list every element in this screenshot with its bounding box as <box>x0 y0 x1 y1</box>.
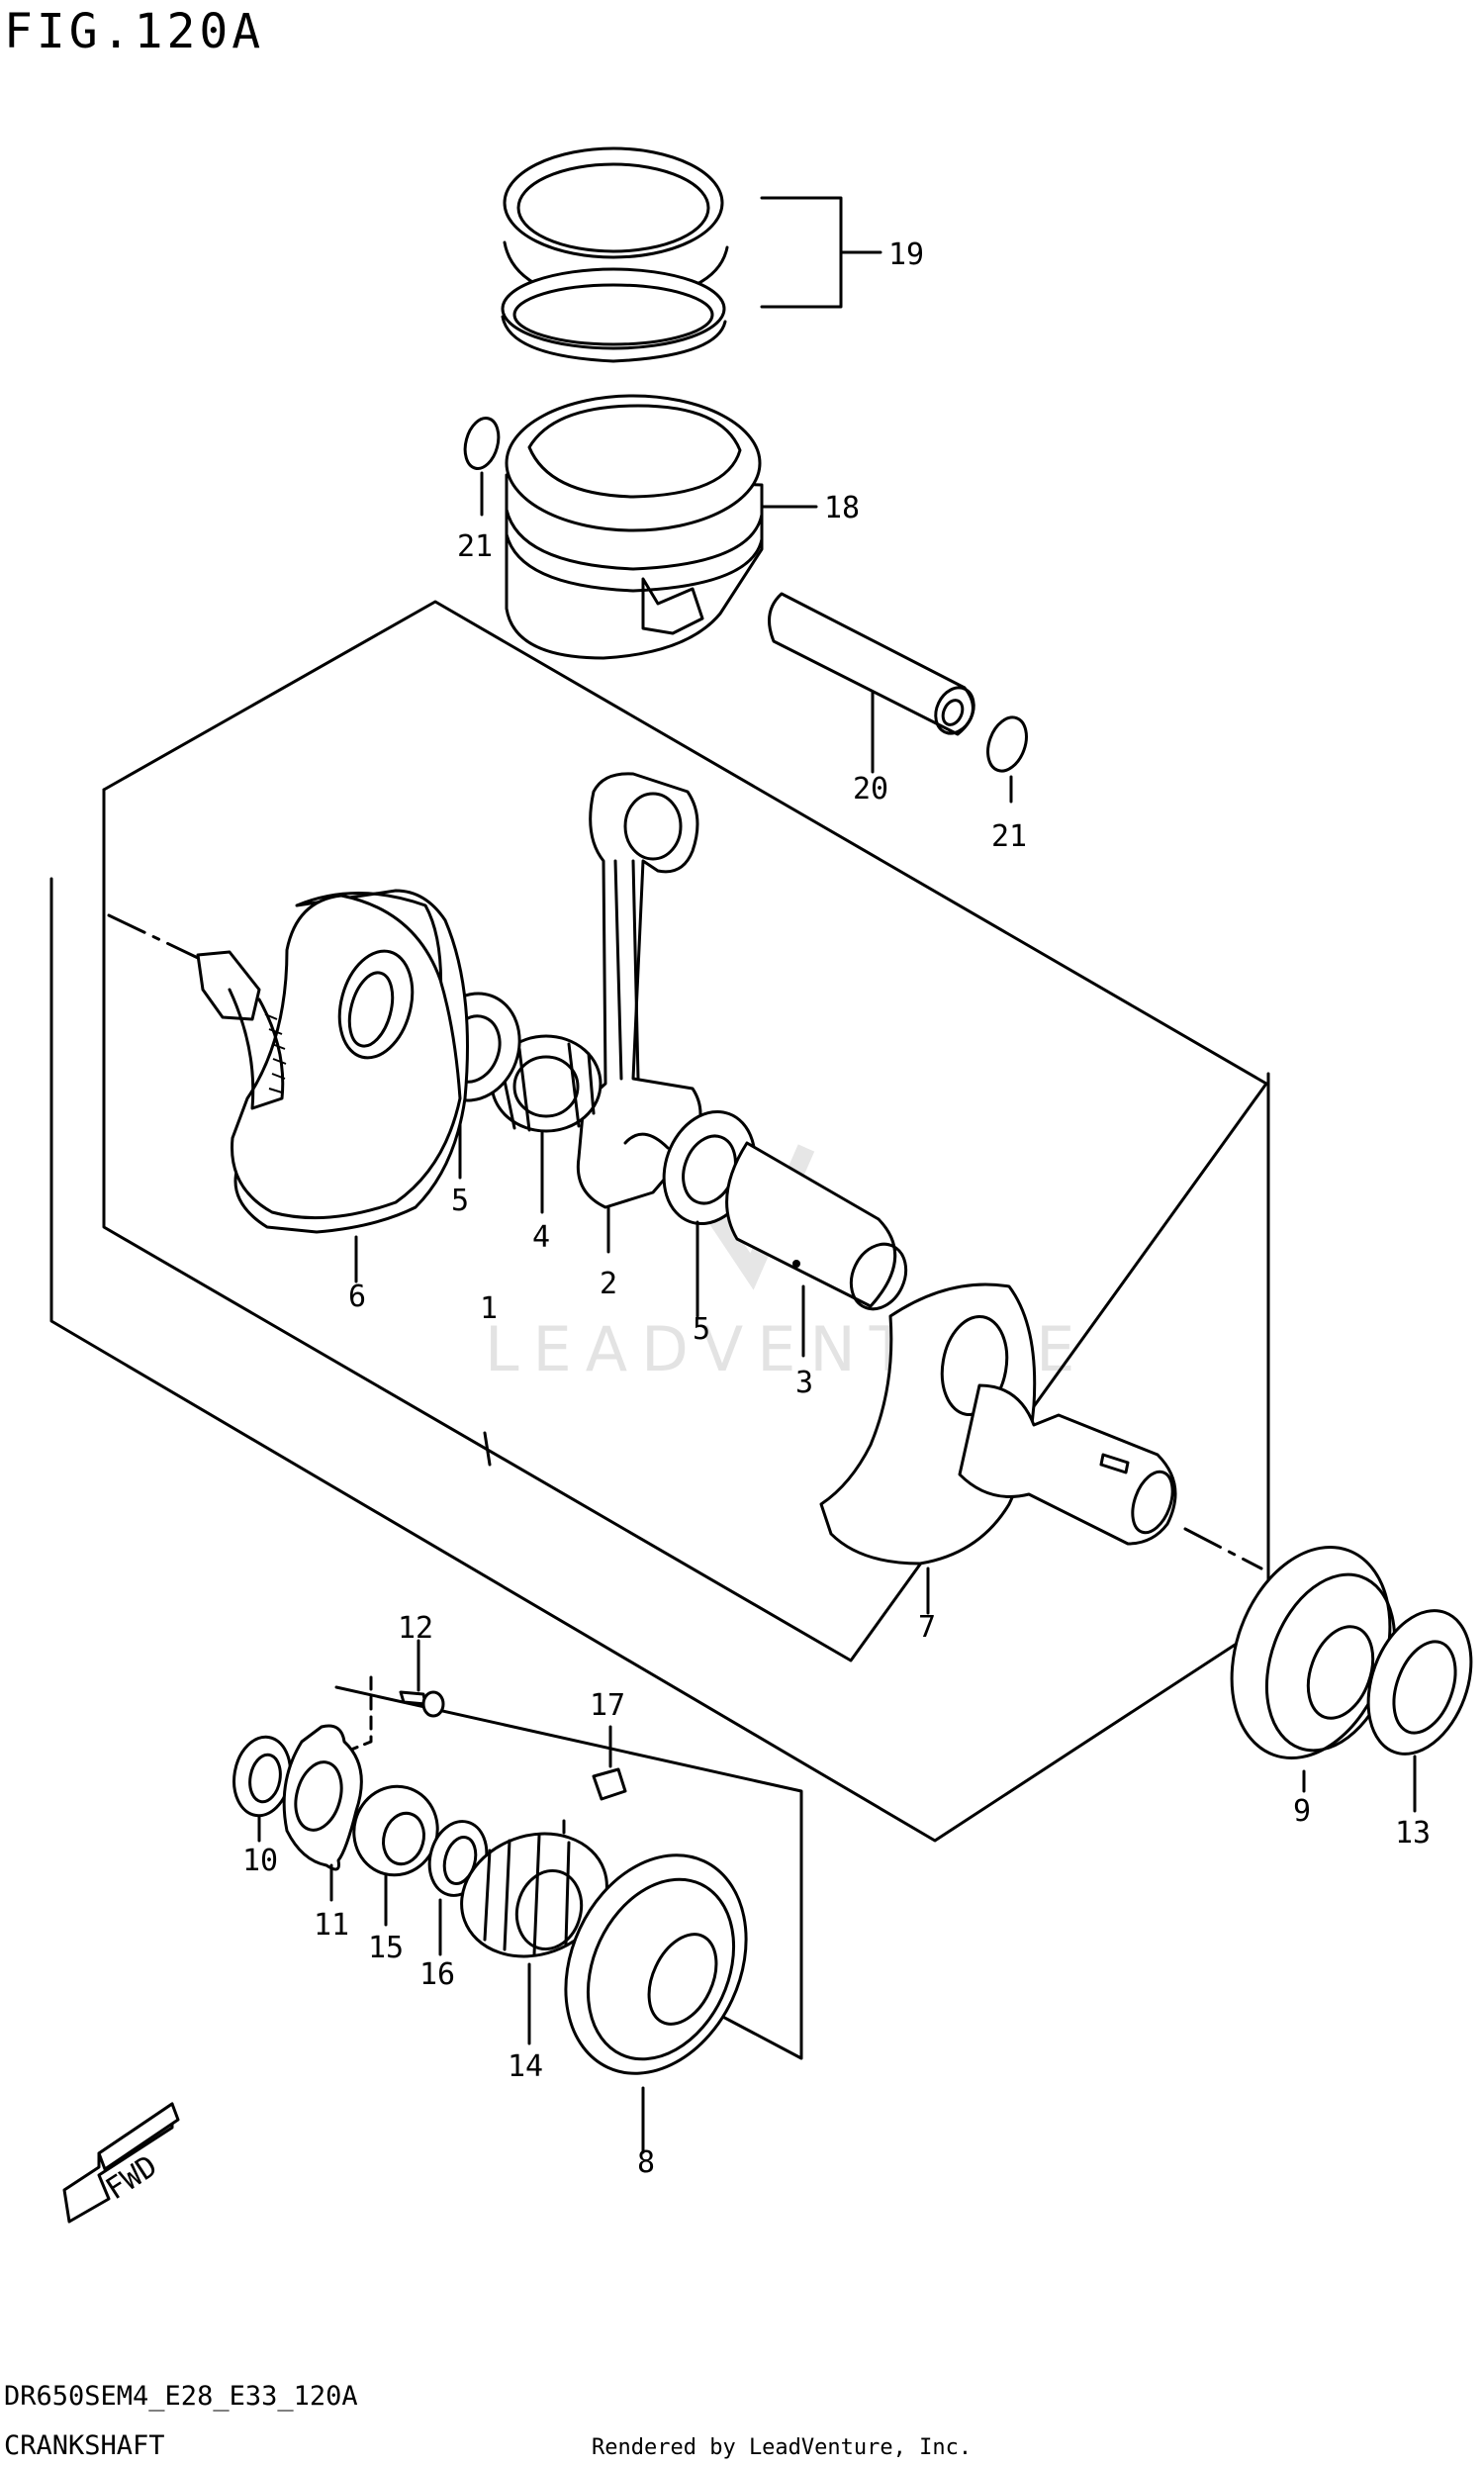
crank-pin <box>725 1141 908 1311</box>
callout-21-lower: 21 <box>991 819 1027 854</box>
forward-direction-arrow: FWD <box>62 2102 180 2224</box>
crankshaft-right-half <box>819 1282 1177 1566</box>
callout-9: 9 <box>1293 1794 1311 1829</box>
callout-15: 15 <box>368 1931 404 1965</box>
crankshaft-nut <box>1366 1609 1473 1756</box>
crankshaft-left-half <box>196 889 469 1234</box>
callout-3: 3 <box>795 1366 813 1400</box>
primary-drive-gear <box>460 1832 608 1958</box>
callout-8: 8 <box>637 2145 655 2180</box>
callout-20: 20 <box>853 772 888 807</box>
callout-14: 14 <box>508 2049 543 2084</box>
callout-12: 12 <box>398 1611 433 1646</box>
callout-5-right: 5 <box>693 1312 710 1347</box>
figure-title: FIG.120A <box>4 4 264 59</box>
piston-rings <box>501 146 729 363</box>
piston-pin-circlip-upper <box>463 417 501 470</box>
callout-21-upper: 21 <box>457 529 493 564</box>
callout-2: 2 <box>600 1267 617 1301</box>
screw <box>399 1690 445 1718</box>
callout-17: 17 <box>590 1688 625 1723</box>
bearing-retainer <box>282 1724 363 1871</box>
callout-1: 1 <box>480 1291 498 1326</box>
crankshaft-assembly-box-inner <box>102 788 1268 1662</box>
rendered-by: Rendered by LeadVenture, Inc. <box>592 2435 972 2460</box>
piston-pin-circlip-lower <box>986 715 1028 773</box>
crankshaft-bearing-left <box>564 1853 748 2075</box>
crankshaft-assembly-box-outer <box>49 877 1270 1843</box>
callout-16: 16 <box>419 1957 455 1992</box>
callout-4: 4 <box>532 1220 550 1255</box>
callout-10: 10 <box>242 1844 278 1878</box>
callout-6: 6 <box>348 1280 366 1314</box>
callout-5-left: 5 <box>451 1184 469 1218</box>
callout-19: 19 <box>888 237 924 272</box>
piston-group-box <box>102 600 1268 1086</box>
woodruff-key <box>592 1767 627 1801</box>
piston-pin <box>768 592 975 736</box>
model-code: DR650SEM4_E28_E33_120A <box>4 2381 358 2412</box>
callout-13: 13 <box>1395 1816 1431 1851</box>
section-name: CRANKSHAFT <box>4 2430 165 2461</box>
callout-7: 7 <box>918 1610 936 1645</box>
piston <box>505 394 764 660</box>
callout-11: 11 <box>314 1908 349 1943</box>
callout-18: 18 <box>824 491 860 525</box>
